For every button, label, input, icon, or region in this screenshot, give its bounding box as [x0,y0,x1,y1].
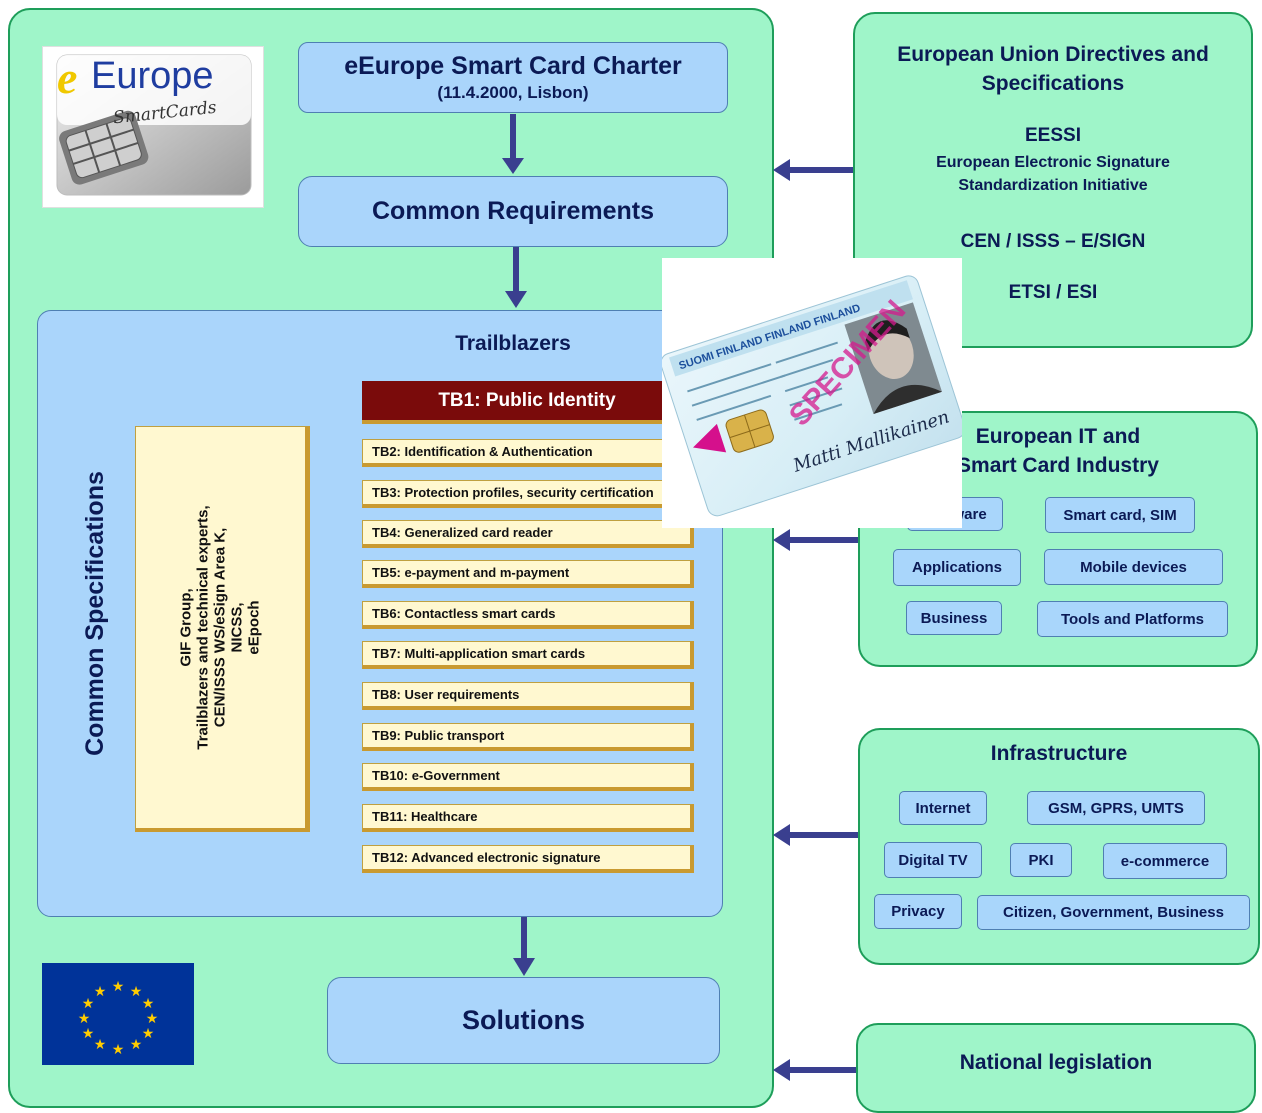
common-requirements-title: Common Requirements [372,197,654,225]
cen-label: CEN / ISSS – E/SIGN [960,231,1146,252]
svg-text:★: ★ [142,996,155,1012]
industry-chip: Business [906,601,1002,635]
eessi-label: EESSI [1025,125,1081,146]
svg-text:★: ★ [112,1042,125,1058]
logo-graphic [56,54,252,196]
tb-item: TB5: e-payment and m-payment [362,560,694,588]
infrastructure-title: Infrastructure [990,742,1128,765]
svg-text:★: ★ [112,979,125,995]
tb-item: TB7: Multi-application smart cards [362,641,694,669]
tb-item: TB9: Public transport [362,723,694,751]
eeurope-smartcards-logo: e Europe SmartCards [42,46,264,208]
trailblazers-title: Trailblazers [455,332,571,355]
infrastructure-chip: Internet [899,791,987,825]
eessi-full-1: European Electronic Signature [936,154,1170,171]
etsi-label: ETSI / ESI [1008,282,1098,303]
eu-directives-title: European Union Directives and Specificat… [897,43,1209,95]
infrastructure-chip: e-commerce [1103,843,1227,879]
common-requirements-box: Common Requirements [298,176,728,247]
tb1-public-identity: TB1: Public Identity [362,381,696,424]
industry-chip: Applications [893,549,1021,586]
svg-text:★: ★ [94,1037,107,1053]
charter-box: eEurope Smart Card Charter (11.4.2000, L… [298,42,728,113]
svg-text:★: ★ [130,984,143,1000]
tb-item: TB2: Identification & Authentication [362,439,694,467]
svg-text:★: ★ [82,996,95,1012]
solutions-box: Solutions [327,977,720,1064]
legislation-title: National legislation [959,1051,1153,1074]
tb-item: TB10: e-Government [362,763,694,791]
infrastructure-chip: Privacy [874,894,962,929]
common-specifications-label: Common Specifications [80,471,109,756]
svg-text:★: ★ [82,1026,95,1042]
svg-text:★: ★ [146,1011,159,1027]
infrastructure-chip: Digital TV [884,842,982,878]
eu-stars: ★★★ ★★★ ★★★ ★★★ [78,979,159,1058]
tb-item: TB8: User requirements [362,682,694,710]
tb-item: TB4: Generalized card reader [362,520,694,548]
svg-text:★: ★ [142,1026,155,1042]
tb-item: TB12: Advanced electronic signature [362,845,694,873]
finnish-id-card-image: SUOMI FINLAND FINLAND FINLAND SPECIMEN M… [660,258,966,528]
eu-flag: ★★★ ★★★ ★★★ ★★★ [42,963,194,1065]
industry-chip: Smart card, SIM [1045,497,1195,533]
svg-text:★: ★ [78,1011,91,1027]
charter-subtitle: (11.4.2000, Lisbon) [437,83,589,102]
infrastructure-chip: GSM, GPRS, UMTS [1027,791,1205,825]
svg-text:★: ★ [130,1037,143,1053]
legislation-panel [856,1023,1256,1113]
industry-chip: Mobile devices [1044,549,1223,585]
industry-title-1: European IT and [975,425,1141,448]
gif-group-box: GIF Group, Trailblazers and technical ex… [135,426,310,832]
logo-e: e [57,52,78,103]
id-card-graphic: SUOMI FINLAND FINLAND FINLAND SPECIMEN M… [660,275,966,517]
infrastructure-chip: PKI [1010,843,1072,877]
charter-title: eEurope Smart Card Charter [344,52,682,80]
svg-text:★: ★ [94,984,107,1000]
logo-word: Europe [91,55,214,97]
eessi-full-2: Standardization Initiative [958,177,1148,194]
infrastructure-chip: Citizen, Government, Business [977,895,1250,930]
tb-item: TB3: Protection profiles, security certi… [362,480,694,508]
tb-item: TB11: Healthcare [362,804,694,832]
solutions-title: Solutions [462,1005,585,1035]
eu-directives-content: European Union Directives and Specificat… [853,12,1253,348]
tb-item: TB6: Contactless smart cards [362,601,694,629]
industry-title-2: Smart Card Industry [957,454,1159,477]
gif-group-text: GIF Group, Trailblazers and technical ex… [178,505,263,750]
industry-chip: Tools and Platforms [1037,601,1228,637]
